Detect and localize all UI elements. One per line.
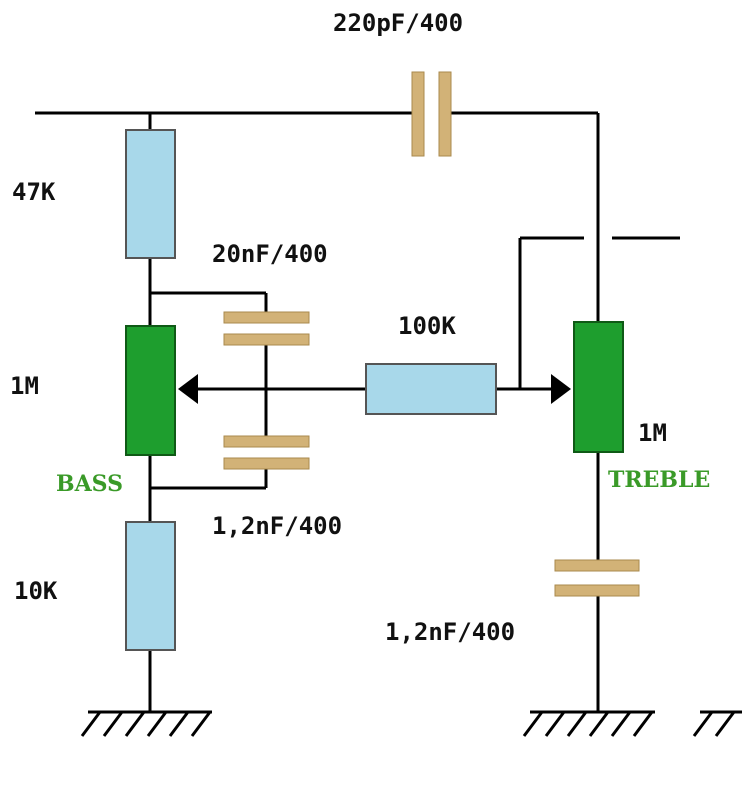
capacitor-1-2nf-right [554, 559, 640, 597]
treble-wiper-arrow [551, 374, 571, 404]
ground-symbol-left [80, 710, 212, 737]
resistor-47k [125, 129, 176, 259]
label-1-2nf-right: 1,2nF/400 [385, 618, 515, 646]
capacitor-220pf [411, 71, 452, 157]
label-220pf: 220pF/400 [333, 9, 463, 37]
resistor-10k [125, 521, 176, 651]
label-10k: 10K [14, 577, 58, 605]
label-treble-value: 1M [638, 419, 667, 447]
ground-symbol-right [522, 710, 655, 737]
wires [35, 111, 680, 712]
label-treble-name: TREBLE [608, 467, 710, 493]
capacitor-1-2nf-left [223, 435, 310, 470]
label-20nf: 20nF/400 [212, 240, 328, 268]
label-100k: 100K [398, 312, 456, 340]
label-1-2nf-left: 1,2nF/400 [212, 512, 342, 540]
bass-wiper-arrow [178, 374, 198, 404]
ground-symbol-partial [692, 710, 742, 737]
potentiometer-bass [125, 325, 176, 456]
label-47k: 47K [12, 178, 56, 206]
label-bass-name: BASS [56, 471, 123, 497]
capacitor-20nf [223, 311, 310, 346]
label-bass-value: 1M [10, 372, 39, 400]
potentiometer-treble [573, 321, 624, 453]
resistor-100k [365, 363, 497, 415]
